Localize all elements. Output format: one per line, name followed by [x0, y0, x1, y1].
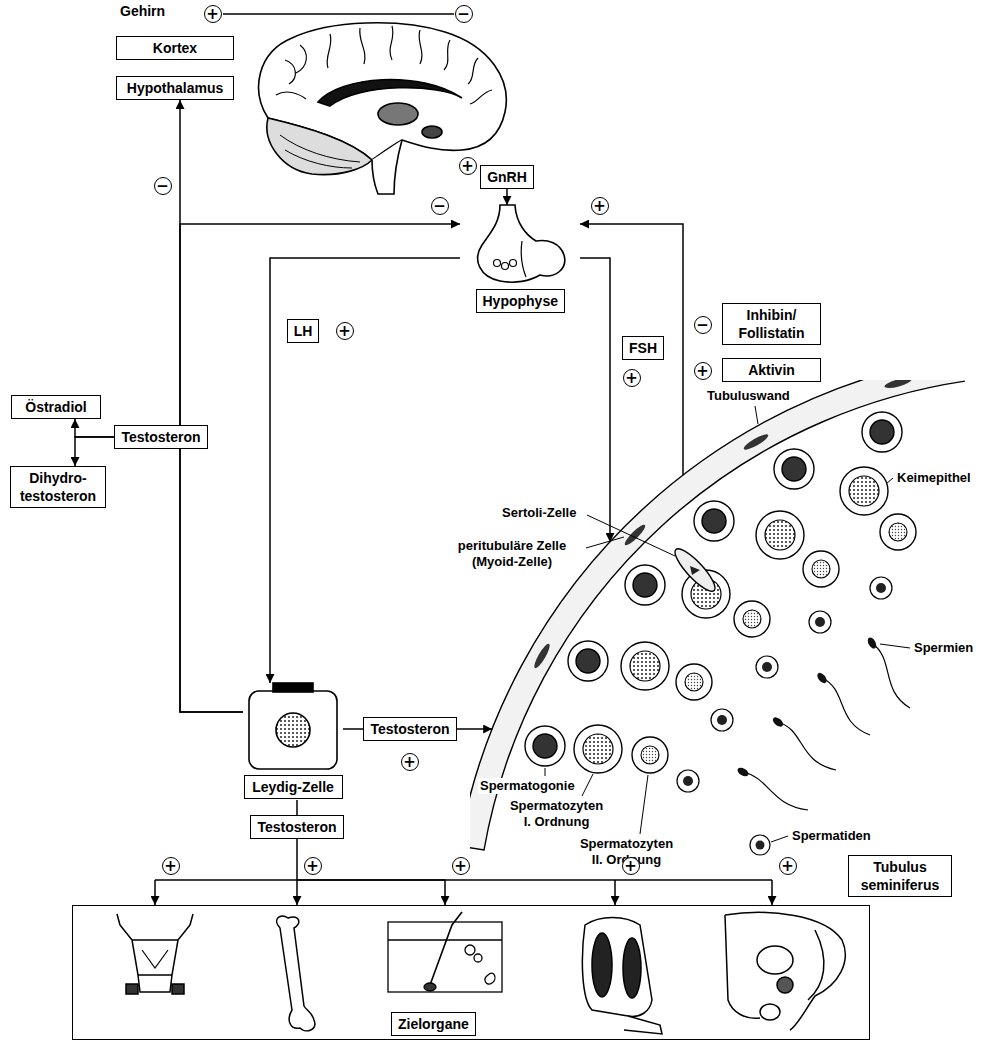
part-label: Keimepithel — [895, 470, 973, 486]
hormone-box: Inhibin/ Follistatin — [722, 303, 821, 345]
arm-muscle-drawing — [582, 918, 662, 1035]
connector-line — [75, 419, 115, 437]
skin-drawing — [388, 912, 502, 992]
connector-line — [580, 258, 610, 542]
part-label: Spermatogonie — [478, 778, 577, 794]
box-text: FSH — [629, 339, 657, 357]
connector-line — [270, 258, 460, 683]
sign-symbol: + — [622, 857, 640, 875]
box-text: Inhibin/ Follistatin — [729, 306, 814, 342]
sign-symbol: + — [204, 5, 222, 23]
box-text: Testosteron — [257, 818, 336, 836]
sign-symbol: − — [154, 177, 172, 195]
part-label: Tubuluswand — [705, 388, 792, 404]
leader-lines — [545, 406, 910, 842]
hormone-box: Östradiol — [11, 395, 101, 419]
connector-line — [297, 839, 445, 905]
box-text: Testosteron — [370, 720, 449, 738]
node-label: Tubulus seminiferus — [848, 855, 952, 897]
sign-symbol: + — [779, 857, 797, 875]
hormone-box: Testosteron — [363, 717, 456, 741]
tubule-drawing — [470, 380, 965, 855]
hormone-box: Aktivin — [722, 358, 821, 382]
region-box: Kortex — [116, 36, 234, 60]
sign-symbol: + — [452, 857, 470, 875]
connector-line — [296, 800, 298, 815]
brain-label: Gehirn — [118, 2, 167, 20]
sign-symbol: + — [336, 322, 354, 340]
box-text: Östradiol — [18, 398, 94, 416]
sign-symbol: − — [694, 316, 712, 334]
connector-line — [180, 100, 243, 712]
hormone-box: LH — [287, 319, 320, 343]
hormone-box: GnRH — [480, 165, 534, 189]
part-label: Spermatozyten I. Ordnung — [505, 798, 608, 830]
leydig-cell-drawing — [249, 683, 337, 769]
box-text: Hypothalamus — [123, 79, 227, 97]
box-text: Aktivin — [729, 361, 814, 379]
part-label: Spermatiden — [790, 828, 873, 844]
sign-symbol: + — [304, 857, 322, 875]
node-label: Zielorgane — [391, 1012, 476, 1036]
connector-line — [506, 189, 508, 205]
connector-line — [457, 728, 493, 730]
sign-symbol: − — [455, 5, 473, 23]
connector-line — [343, 728, 364, 730]
box-text: Kortex — [123, 39, 227, 57]
branch-arrows — [155, 880, 772, 905]
sign-symbol: + — [162, 857, 180, 875]
pituitary-drawing — [478, 205, 565, 282]
connector-line — [180, 224, 460, 712]
part-label: peritubuläre Zelle (Myoid-Zelle) — [440, 538, 584, 570]
node-label: Leydig-Zelle — [244, 775, 343, 799]
box-text: LH — [294, 322, 313, 340]
connector-line — [580, 224, 683, 475]
femur-drawing — [277, 916, 315, 1031]
target-organ-box: Zielorgane — [72, 905, 870, 1040]
sign-symbol: + — [459, 157, 477, 175]
brain-drawing — [259, 23, 507, 194]
pituitary-node: Hypophyse — [460, 205, 580, 313]
box-text: Testosteron — [121, 428, 200, 446]
pelvis-drawing — [725, 912, 845, 1030]
feedback-line — [223, 14, 454, 15]
leydig-cell-node: Leydig-Zelle — [243, 683, 343, 800]
hormone-box: Dihydro- testosteron — [10, 466, 106, 508]
sign-symbol: − — [431, 197, 449, 215]
hormone-box: Testosteron — [114, 425, 207, 449]
hormone-box: Testosteron — [250, 815, 343, 839]
box-text: Dihydro- testosteron — [17, 469, 99, 505]
part-label: Spermien — [912, 640, 975, 656]
sign-symbol: + — [591, 197, 609, 215]
sign-symbol: + — [694, 362, 712, 380]
node-label: Hypophyse — [476, 289, 565, 313]
sign-symbol: + — [623, 369, 641, 387]
sign-symbol: + — [401, 753, 419, 771]
box-text: GnRH — [487, 168, 527, 186]
region-box: Hypothalamus — [116, 76, 234, 100]
part-label: Sertoli-Zelle — [500, 505, 578, 521]
hormone-box: FSH — [622, 336, 664, 360]
larynx-drawing — [117, 914, 193, 994]
connector-line — [75, 437, 115, 466]
